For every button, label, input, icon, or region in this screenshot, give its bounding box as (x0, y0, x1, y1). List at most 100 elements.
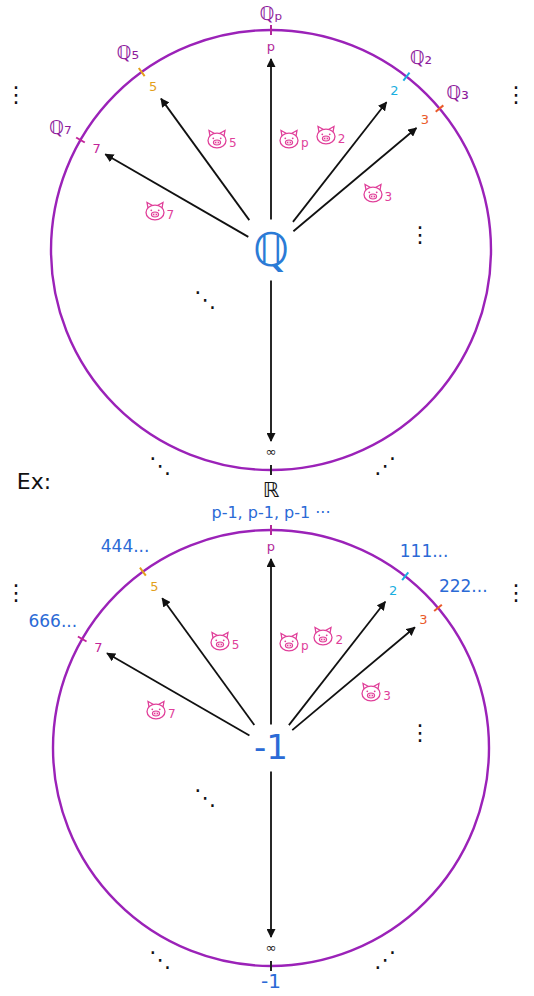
place-tick (270, 525, 272, 535)
map-arrow (270, 772, 272, 938)
map-arrow (107, 653, 249, 735)
pig-icon (311, 626, 335, 646)
place-tick (76, 138, 85, 143)
place-point: 3222... (417, 612, 429, 629)
pig-eye (159, 708, 161, 710)
place-index: ∞ (266, 941, 277, 956)
continuation-dots: ⋮ (5, 83, 27, 107)
place-point: pℚₚ (265, 39, 277, 56)
pig-label: 5 (208, 631, 240, 651)
pig-nostril (321, 639, 322, 640)
pig-nostril (369, 695, 370, 696)
pig-subscript: 5 (229, 137, 237, 149)
map-arrow (105, 154, 248, 237)
place-index: 3 (421, 113, 429, 128)
pig-nostril (218, 142, 219, 143)
pig-snout (151, 212, 158, 217)
map-arrow (293, 102, 387, 222)
place-index: 7 (92, 142, 100, 157)
place-point: 5ℚ₅ (147, 79, 159, 96)
place-tick (139, 68, 145, 76)
completion-label: p-1, p-1, p-1 ··· (211, 504, 330, 522)
pig-label: 7 (144, 700, 176, 720)
completion-label: ℚ₂ (410, 47, 433, 69)
map-arrow (162, 598, 254, 725)
place-point: 5444... (148, 579, 160, 596)
place-tick (403, 73, 409, 81)
map-arrow (161, 99, 249, 220)
center-number: ℚ (253, 224, 289, 277)
pig-subscript: 7 (167, 209, 175, 221)
place-index: ∞ (266, 445, 277, 460)
place-index: 2 (389, 584, 397, 599)
place-index: 5 (150, 580, 158, 595)
pig-face (362, 686, 380, 701)
pig-eye (151, 708, 153, 710)
completion-label: ℝ (263, 478, 280, 502)
place-index: 5 (149, 80, 157, 95)
center-value: -1 (252, 727, 290, 768)
pig-face (147, 704, 165, 719)
pig-icon (143, 201, 167, 221)
place-circle (51, 30, 491, 470)
completion-label: -1 (261, 970, 281, 993)
continuation-dots: ⋮ (5, 581, 27, 605)
pig-nostril (215, 142, 216, 143)
example-heading: Ex: (17, 470, 51, 494)
pig-face (364, 187, 382, 202)
pig-subscript: 3 (385, 191, 393, 203)
pig-label: 3 (359, 682, 391, 702)
pig-nostril (373, 195, 374, 196)
pig-eye (321, 133, 323, 135)
pig-nostril (287, 644, 288, 645)
pig-subscript: 2 (338, 133, 346, 145)
pig-face (146, 205, 164, 220)
pig-nostril (154, 713, 155, 714)
pig-eye (374, 690, 376, 692)
pig-subscript: 5 (232, 639, 240, 651)
pig-icon (208, 631, 232, 651)
pig-eye (284, 640, 286, 642)
pig-face (314, 630, 332, 645)
place-point: 2111... (387, 583, 399, 600)
pig-snout (216, 642, 223, 647)
pig-eye (223, 639, 225, 641)
place-tick (270, 465, 272, 475)
pig-eye (220, 137, 222, 139)
completion-label: 444... (101, 537, 150, 557)
place-index: 2 (390, 84, 398, 99)
pig-face (317, 129, 335, 144)
place-tick (434, 605, 442, 611)
continuation-dots: ⋰ (374, 454, 396, 478)
pig-eye (284, 138, 286, 140)
pig-eye (292, 138, 294, 140)
pig-icon (314, 125, 338, 145)
pig-label: 2 (314, 125, 346, 145)
pig-eye (292, 640, 294, 642)
map-arrow (292, 627, 415, 730)
pig-eye (368, 191, 370, 193)
pig-nostril (324, 138, 325, 139)
continuation-dots: ⋰ (374, 948, 396, 972)
map-arrow (270, 59, 272, 220)
pig-eye (157, 209, 159, 211)
pig-label: p (277, 632, 309, 652)
pig-label: 3 (361, 183, 393, 203)
pig-nostril (327, 138, 328, 139)
pig-icon (361, 183, 385, 203)
pig-eye (215, 639, 217, 641)
pig-icon (144, 700, 168, 720)
continuation-dots: ⋮ (505, 83, 527, 107)
pig-eye (329, 133, 331, 135)
pig-nostril (155, 214, 156, 215)
place-index: p (267, 540, 275, 555)
place-tick (140, 568, 146, 576)
pig-subscript: p (301, 640, 309, 652)
pig-eye (367, 690, 369, 692)
completion-label: 111... (400, 542, 449, 562)
pig-label: 2 (311, 626, 343, 646)
pig-label: 5 (205, 129, 237, 149)
pig-eye (319, 634, 321, 636)
continuation-dots: ⋱ (149, 454, 171, 478)
